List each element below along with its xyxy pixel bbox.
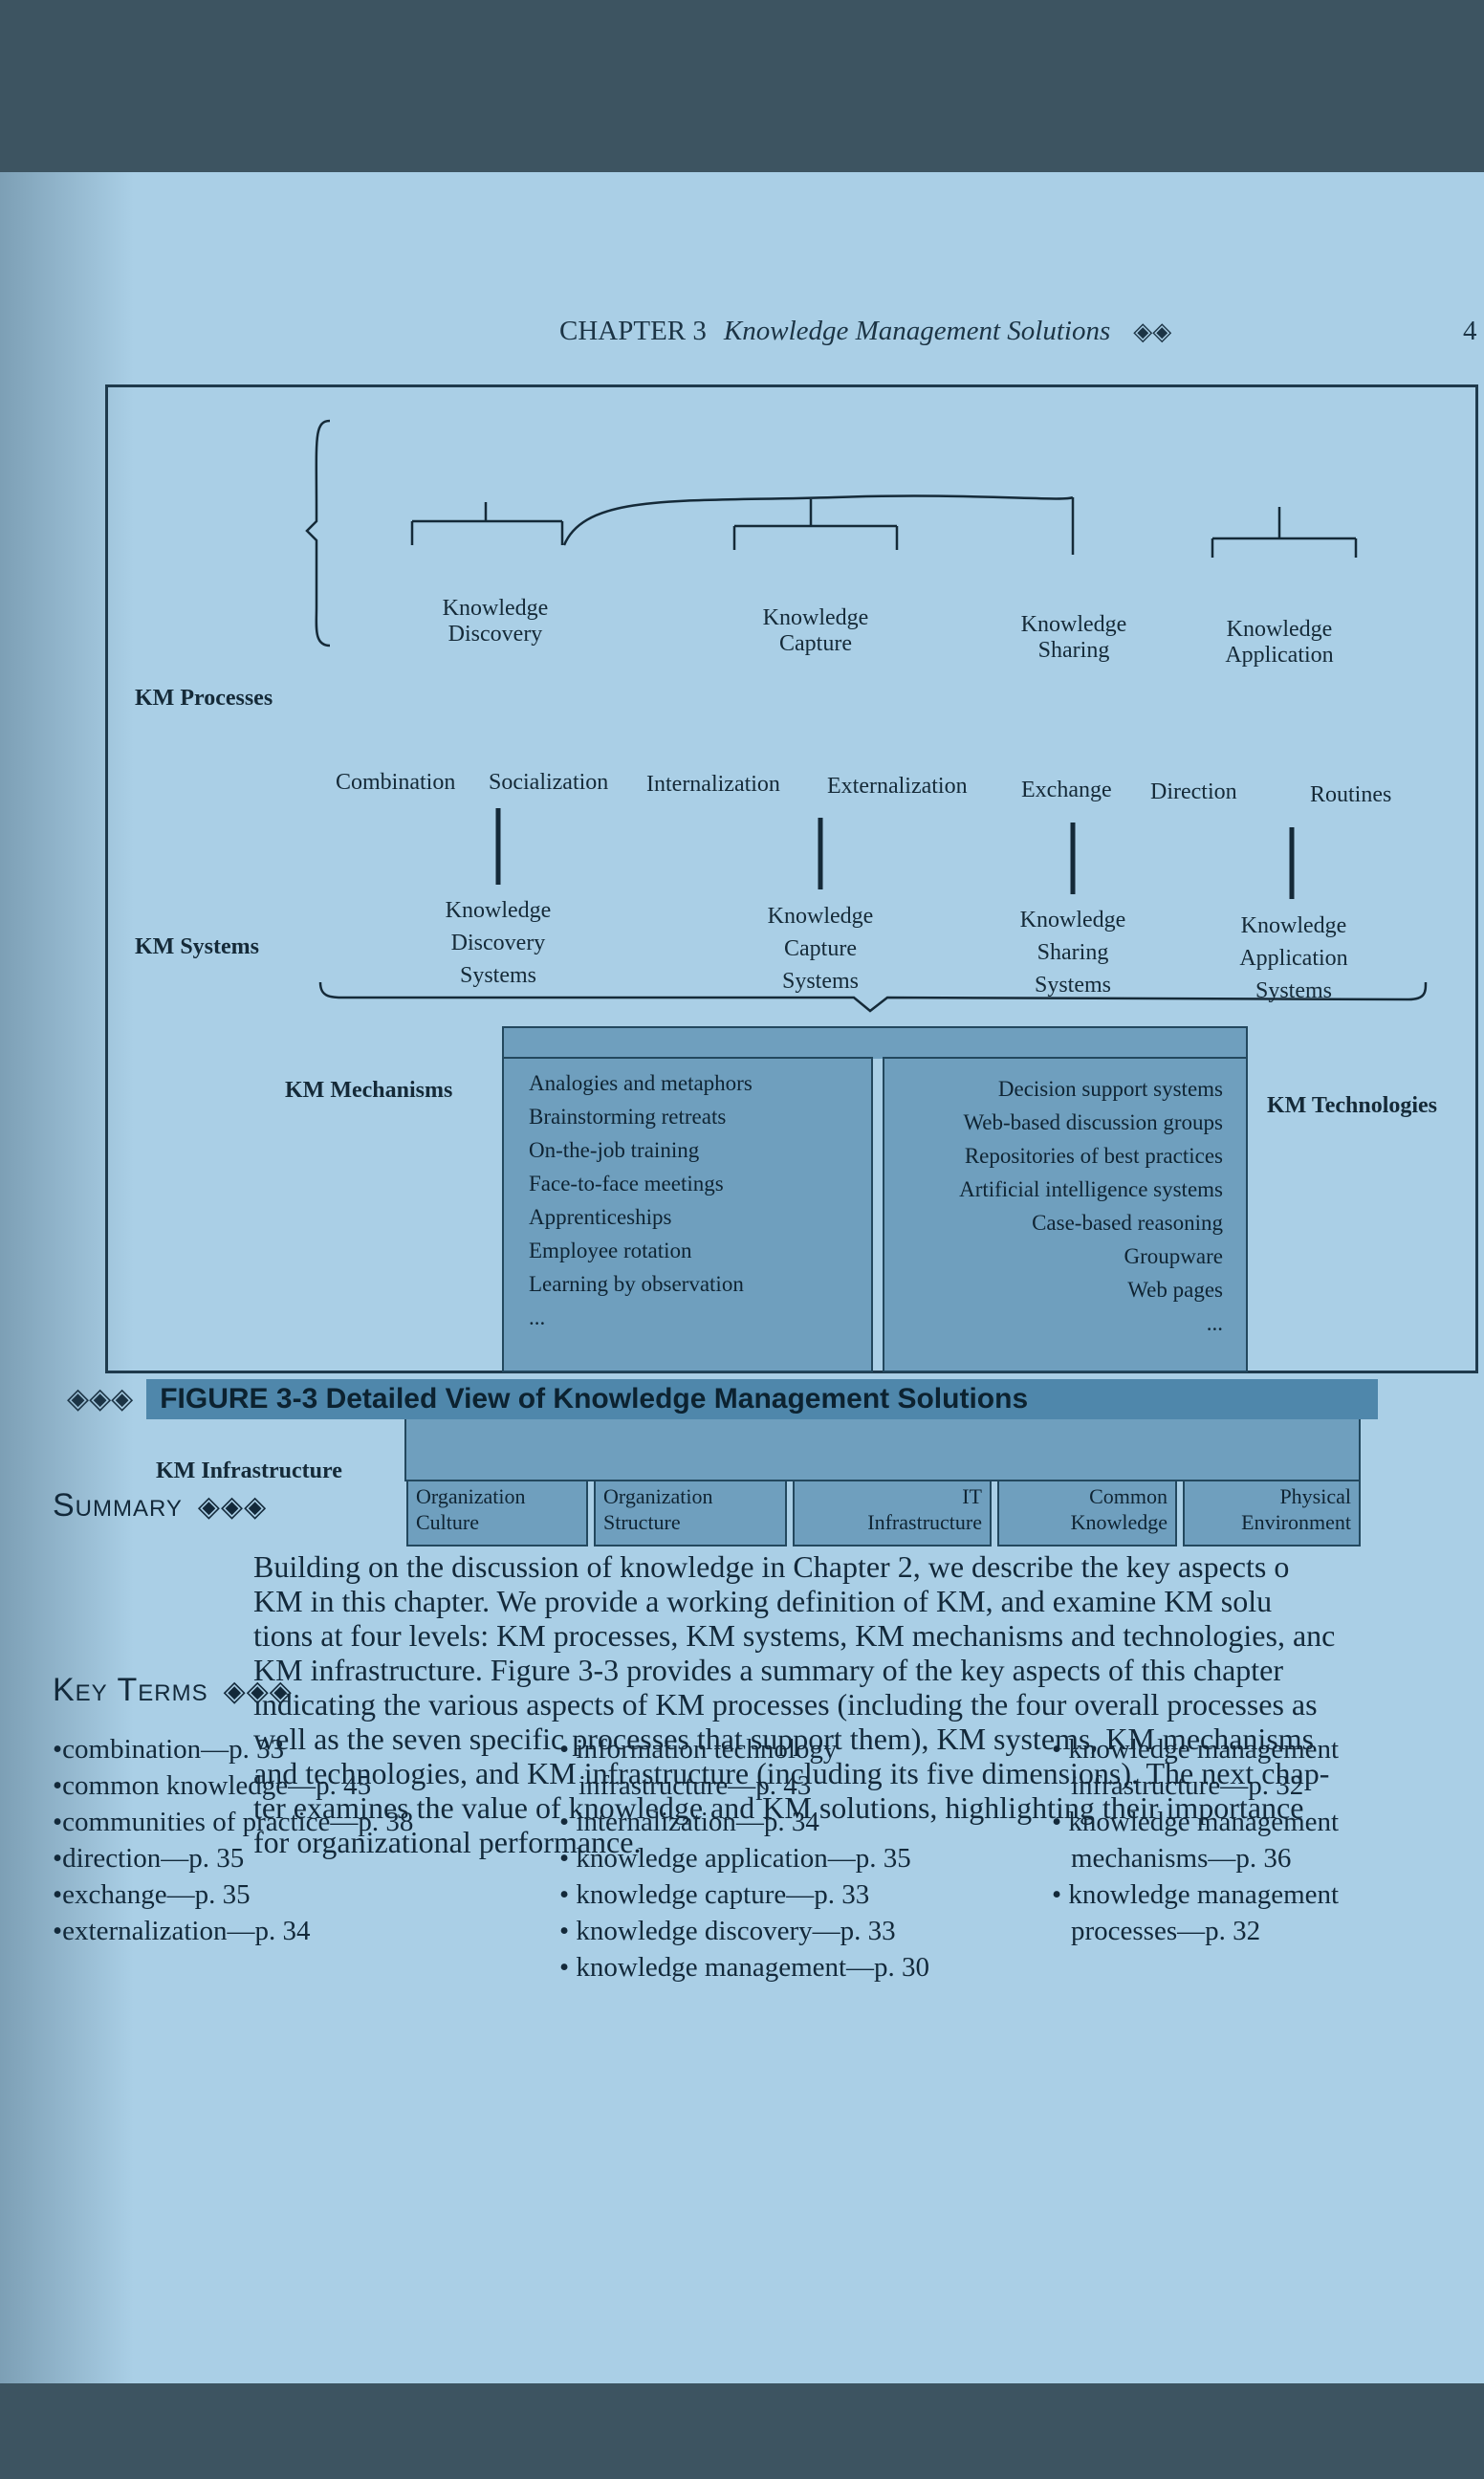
key-term: • knowledge capture—p. 33: [559, 1879, 870, 1910]
mechanisms-box: Analogies and metaphors Brainstorming re…: [502, 1057, 873, 1372]
key-term: •exchange—p. 35: [53, 1879, 251, 1910]
level-km-systems: KM Systems: [135, 934, 259, 959]
subprocess-internalization: Internalization: [646, 772, 780, 797]
key-terms-column-2: • information technology infrastructure—…: [559, 1731, 929, 1985]
technologies-list: Decision support systems Web-based discu…: [959, 1077, 1223, 1335]
subprocess-routines: Routines: [1310, 782, 1392, 807]
key-term: • knowledge management—p. 30: [559, 1952, 930, 1983]
key-terms-column-3: • knowledge management infrastructure—p.…: [1052, 1731, 1339, 1949]
key-term: infrastructure—p. 32: [1071, 1770, 1304, 1801]
key-terms-column-1: •combination—p. 33 •common knowledge—p. …: [53, 1731, 413, 1949]
key-terms-heading: Key Terms◈◈◈: [53, 1672, 293, 1708]
summary-paragraph: Building on the discussion of knowledge …: [253, 1549, 1336, 1859]
key-term: • knowledge discovery—p. 33: [559, 1916, 896, 1946]
subprocess-combination: Combination: [336, 770, 456, 795]
key-term: •communities of practice—p. 38: [53, 1807, 414, 1837]
key-term: •common knowledge—p. 45: [53, 1770, 372, 1801]
subprocess-direction: Direction: [1150, 779, 1237, 804]
km-solutions-figure: KM Processes KM Systems KM Mechanisms KM…: [105, 384, 1478, 1547]
key-term: • knowledge management: [1052, 1807, 1340, 1837]
mech-tech-panel-top: [502, 1026, 1248, 1059]
key-term: • knowledge management: [1052, 1879, 1340, 1910]
running-header: CHAPTER 3 Knowledge Management Solutions ◈…: [559, 316, 1171, 347]
technologies-box: Decision support systems Web-based discu…: [883, 1057, 1248, 1372]
key-term: • knowledge application—p. 35: [559, 1843, 911, 1874]
page-number: 4: [1463, 316, 1477, 346]
level-km-processes: KM Processes: [135, 686, 273, 711]
key-term: •direction—p. 35: [53, 1843, 245, 1874]
infrastructure-panel: [404, 1413, 1361, 1481]
key-term: mechanisms—p. 36: [1071, 1843, 1292, 1874]
level-km-technologies: KM Technologies: [1267, 1093, 1438, 1118]
level-km-infrastructure: KM Infrastructure: [156, 1459, 342, 1483]
figure-caption: ◈◈◈ FIGURE 3-3 Detailed View of Knowledge…: [67, 1379, 1379, 1419]
subprocess-exchange: Exchange: [1021, 778, 1112, 802]
header-ornament-icon: ◈◈: [1133, 318, 1172, 346]
summary-ornament-icon: ◈◈◈: [197, 1490, 268, 1524]
key-term: • information technology: [559, 1734, 838, 1765]
chapter-label: CHAPTER 3: [559, 316, 707, 346]
subprocess-socialization: Socialization: [489, 770, 609, 795]
level-km-mechanisms: KM Mechanisms: [285, 1078, 453, 1103]
summary-heading: Summary◈◈◈: [53, 1487, 268, 1524]
key-term: processes—p. 32: [1071, 1916, 1261, 1946]
key-term: • internalization—p. 34: [559, 1807, 819, 1837]
key-term: • knowledge management: [1052, 1734, 1340, 1765]
key-term: infrastructure—p. 43: [578, 1770, 812, 1801]
subprocess-externalization: Externalization: [827, 774, 968, 799]
key-term: •combination—p. 33: [53, 1734, 285, 1765]
caption-text: FIGURE 3-3 Detailed View of Knowledge Ma…: [146, 1379, 1379, 1419]
chapter-title: Knowledge Management Solutions: [723, 316, 1111, 346]
book-page: CHAPTER 3 Knowledge Management Solutions ◈…: [0, 172, 1484, 2383]
caption-ornament-icon: ◈◈◈: [67, 1382, 134, 1415]
mechanisms-list: Analogies and metaphors Brainstorming re…: [529, 1071, 753, 1329]
page-gutter-shadow: [0, 172, 134, 2383]
diagram-connectors: [305, 419, 1428, 1013]
key-terms-ornament-icon: ◈◈◈: [223, 1675, 293, 1708]
key-term: •externalization—p. 34: [53, 1916, 311, 1946]
